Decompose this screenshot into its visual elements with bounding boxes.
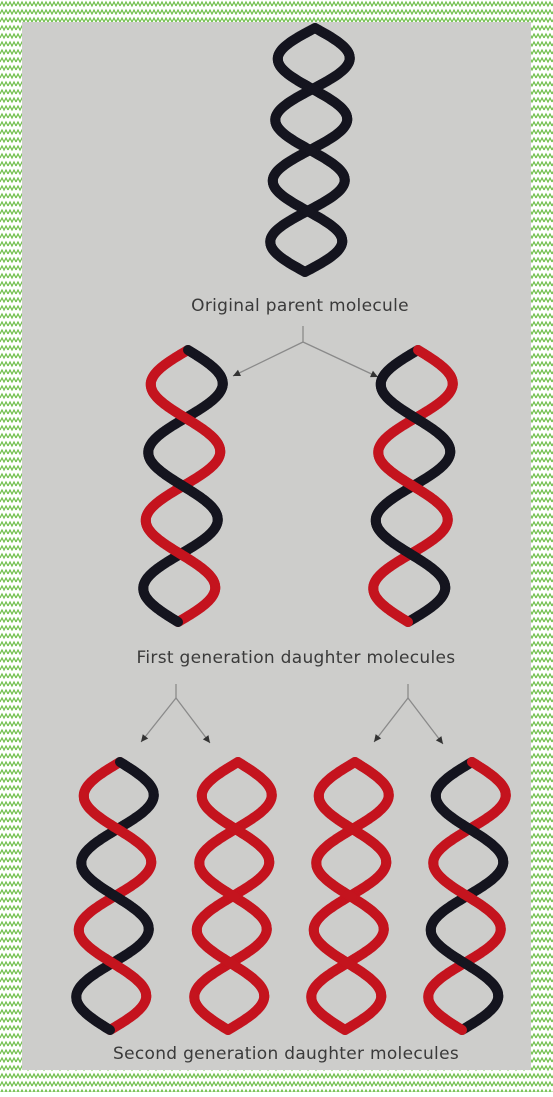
helix-strand-a-segment [303, 271, 305, 272]
helix-strand-b-segment [353, 829, 355, 830]
helix-strand-a-segment [310, 150, 312, 151]
first-generation-label: First generation daughter molecules [137, 648, 456, 668]
helix-strand-a-segment [350, 896, 352, 897]
helix-strand-a-segment [467, 896, 469, 897]
helix-strand-a-segment [108, 1029, 110, 1030]
original-parent-label: Original parent molecule [191, 296, 409, 316]
helix-strand-a-segment [343, 1029, 345, 1030]
helix-strand-a-segment [472, 762, 474, 763]
helix-strand-a-segment [115, 896, 117, 897]
helix-strand-b-segment [416, 418, 418, 419]
helix-strand-a-segment [183, 486, 185, 487]
helix-strand-b-segment [470, 829, 472, 830]
helix-strand-b-segment [118, 829, 120, 830]
helix-strand-a-segment [413, 486, 415, 487]
helix-strand-b-segment [236, 829, 238, 830]
helix-strand-b-segment [411, 554, 413, 555]
helix-strand-a-segment [418, 350, 420, 351]
helix-strand-b-segment [308, 211, 310, 212]
helix-strand-b-segment [113, 963, 115, 964]
helix-strand-a-segment [406, 621, 408, 622]
helix-strand-a-segment [226, 1029, 228, 1030]
helix-strand-a-segment [238, 762, 240, 763]
helix-strand-b-segment [186, 418, 188, 419]
second-generation-label: Second generation daughter molecules [113, 1044, 459, 1064]
helix-strand-a-segment [188, 350, 190, 351]
helix-strand-b-segment [465, 963, 467, 964]
helix-strand-a-segment [460, 1029, 462, 1030]
helix-strand-a-segment [233, 896, 235, 897]
helix-strand-b-segment [348, 963, 350, 964]
helix-strand-a-segment [355, 762, 357, 763]
helix-strand-b-segment [231, 963, 233, 964]
helix-strand-b-segment [313, 89, 315, 90]
helix-strand-a-segment [120, 762, 122, 763]
helix-strand-a-segment [315, 28, 317, 29]
helix-strand-a-segment [176, 621, 178, 622]
helix-strand-b-segment [181, 554, 183, 555]
